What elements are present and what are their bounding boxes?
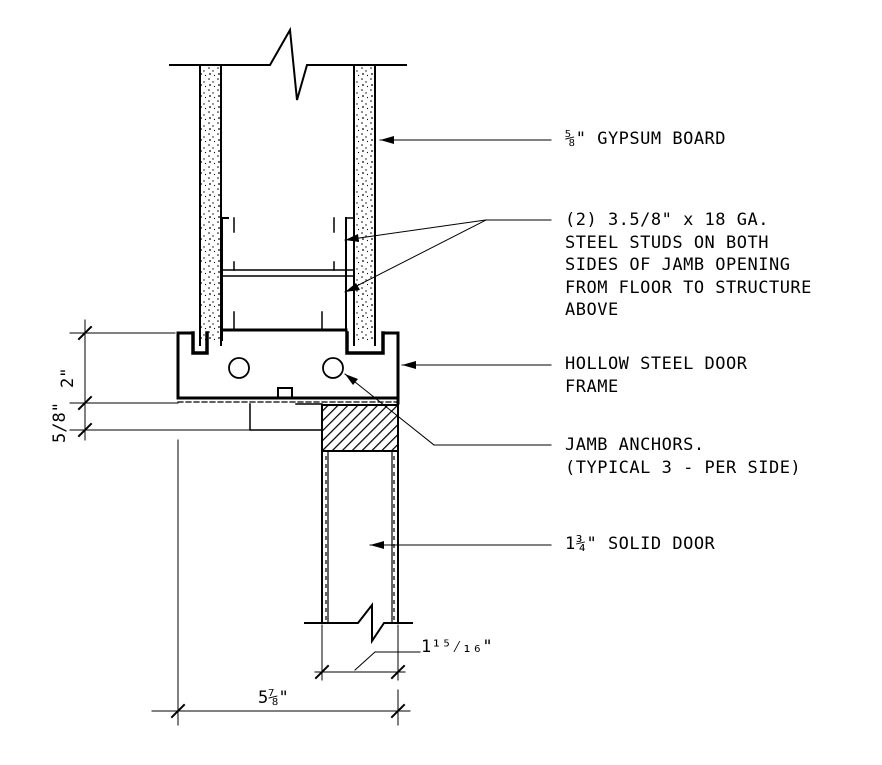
gypsum-board-right xyxy=(353,66,376,346)
door-frame-label: HOLLOW STEEL DOOR FRAME xyxy=(565,353,748,398)
steel-studs-line-4: FROM FLOOR TO STRUCTURE xyxy=(565,277,812,298)
steel-studs-line-3: SIDES OF JAMB OPENING xyxy=(565,255,791,275)
solid-door xyxy=(321,404,399,623)
steel-studs-line-1: (2) 3.5/8" x 18 GA. xyxy=(565,210,769,230)
jamb-anchors-label: JAMB ANCHORS. (TYPICAL 3 - PER SIDE) xyxy=(565,434,801,479)
leader-lines xyxy=(344,136,552,549)
steel-studs-label: (2) 3.5/8" x 18 GA. STEEL STUDS ON BOTH … xyxy=(565,209,812,322)
frame-depth-dimension: 2" xyxy=(58,367,78,388)
solid-door-label: 1¾" SOLID DOOR xyxy=(565,534,716,554)
gypsum-board-left xyxy=(199,66,222,346)
jamb-anchors-line-1: JAMB ANCHORS. xyxy=(565,435,705,455)
door-stop xyxy=(249,403,323,431)
frame-width-dimension-text: 5⅞" xyxy=(258,688,289,708)
jamb-anchors-line-2: (TYPICAL 3 - PER SIDE) xyxy=(565,457,802,478)
door-thickness-dimension xyxy=(314,624,421,681)
door-thickness-dimension-text: 1¹⁵⁄₁₆" xyxy=(421,637,493,657)
vertical-dimension-lines xyxy=(69,319,251,441)
door-frame-line-2: FRAME xyxy=(565,376,619,397)
frame-width-dimension xyxy=(151,439,411,726)
top-break-line xyxy=(169,26,407,101)
steel-studs xyxy=(220,217,354,341)
door-frame-line-1: HOLLOW STEEL DOOR xyxy=(565,354,748,374)
steel-studs-line-2: STEEL STUDS ON BOTH xyxy=(565,232,769,253)
jamb-anchors xyxy=(228,357,344,379)
bottom-break-line xyxy=(304,602,413,645)
hollow-steel-door-frame xyxy=(176,331,400,405)
steel-studs-line-5: ABOVE xyxy=(565,300,619,320)
stop-depth-dimension: 5/8" xyxy=(50,402,70,443)
gypsum-board-label: ⅝" GYPSUM BOARD xyxy=(565,129,727,149)
